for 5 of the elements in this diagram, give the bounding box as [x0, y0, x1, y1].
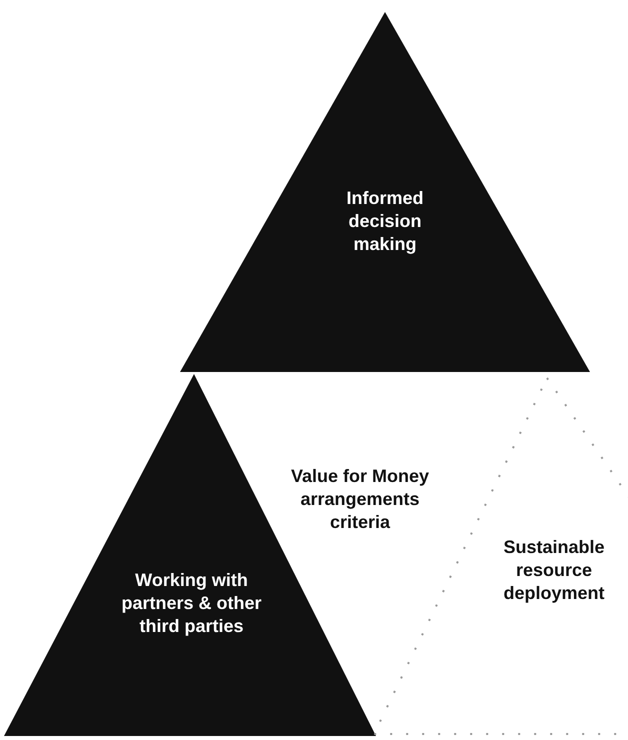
triangle-shape — [180, 12, 590, 372]
center-label: Value for Money arrangements criteria — [290, 465, 430, 534]
triangle-label: Sustainable resource deployment — [502, 536, 606, 605]
triangle-label: Working with partners & other third parties — [120, 569, 263, 638]
triangle-label: Informed decision making — [345, 187, 424, 256]
